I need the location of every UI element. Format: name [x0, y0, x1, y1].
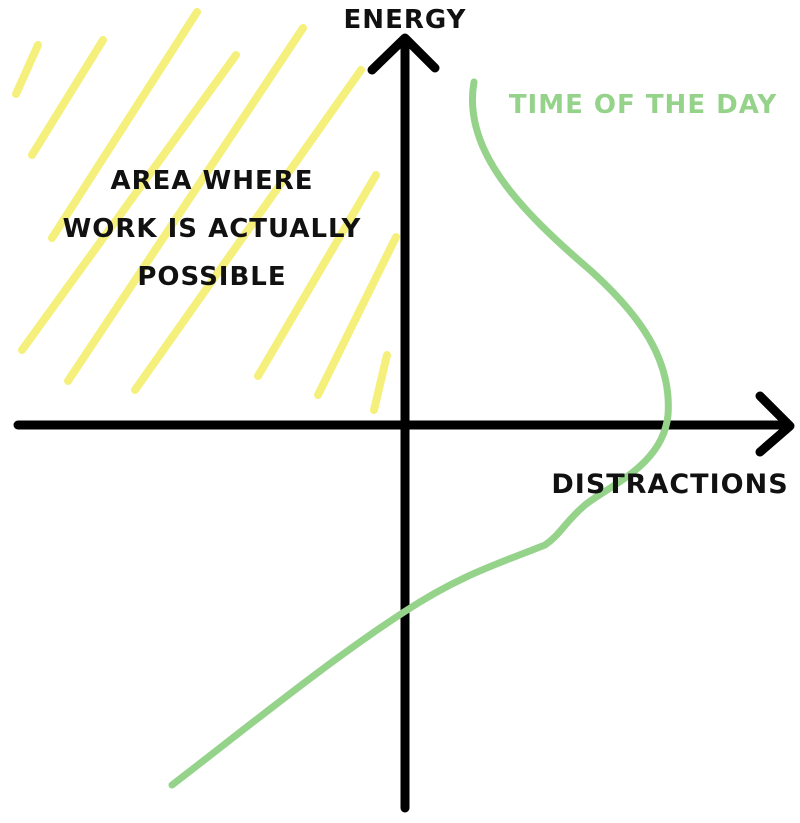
region-label-line-3: POSSIBLE — [137, 262, 286, 292]
region-label: AREA WHERE WORK IS ACTUALLY POSSIBLE — [63, 166, 362, 292]
x-axis-label: DISTRACTIONS — [551, 469, 788, 500]
x-axis-arrowhead — [755, 391, 795, 457]
region-label-line-2: WORK IS ACTUALLY — [63, 214, 362, 244]
y-axis-arrowhead — [367, 33, 440, 75]
time-of-day-curve — [168, 78, 672, 789]
axes — [13, 33, 795, 813]
region-label-line-1: AREA WHERE — [110, 166, 313, 196]
y-axis-label: ENERGY — [344, 5, 467, 35]
curve-label: TIME OF THE DAY — [509, 90, 778, 120]
work-possible-hatch-region — [12, 8, 400, 414]
